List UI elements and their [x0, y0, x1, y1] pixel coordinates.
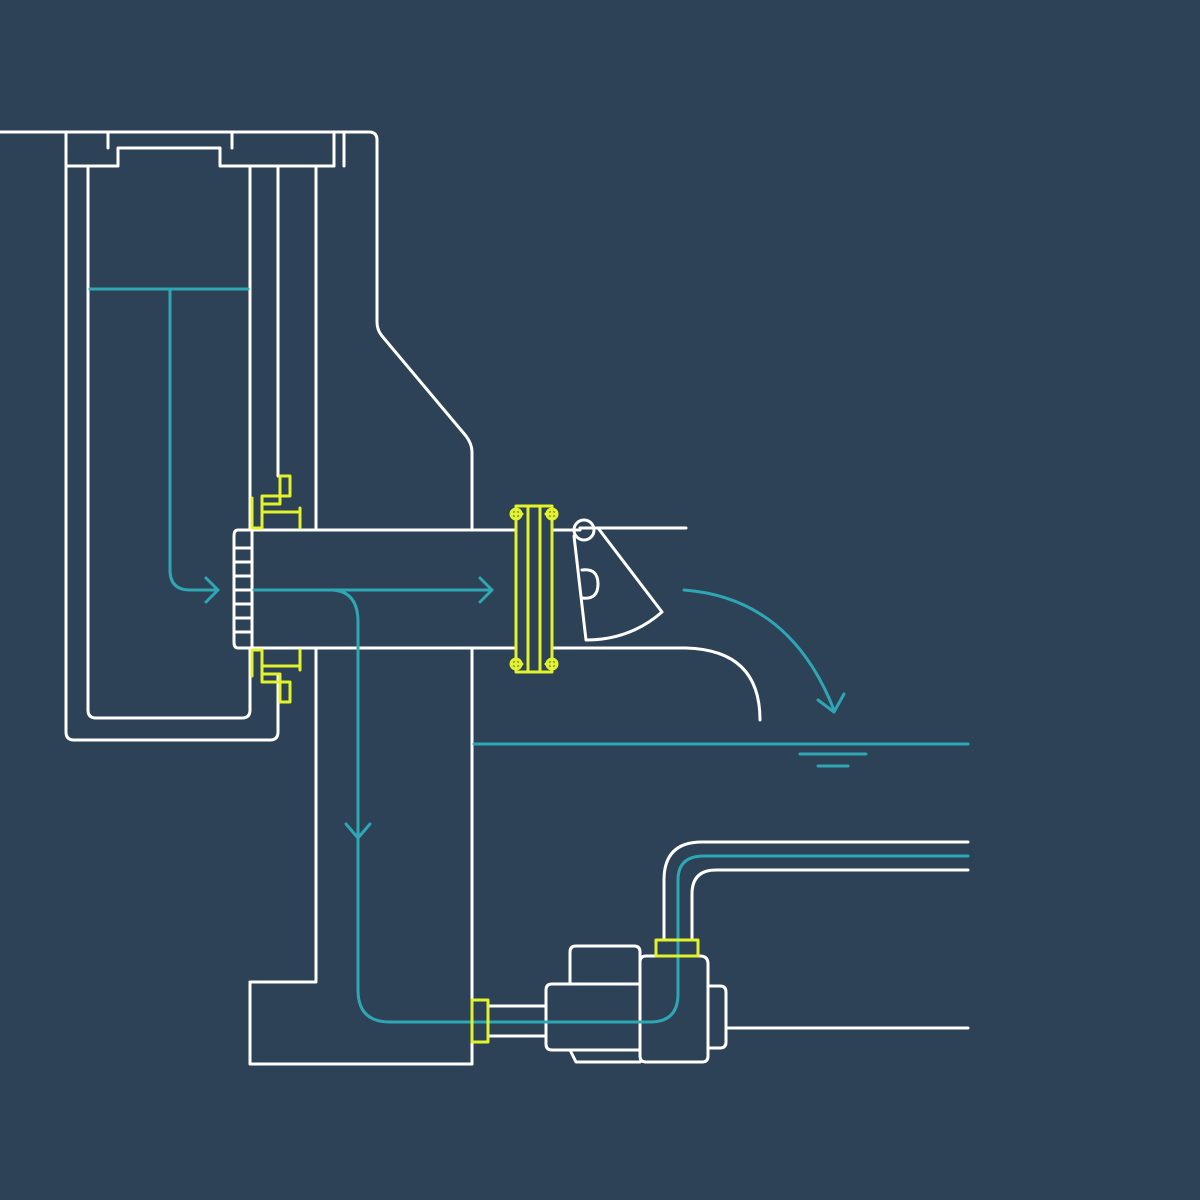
flange-bolt-bl — [509, 657, 523, 671]
flow-lines — [88, 287, 970, 1024]
pump-base — [568, 1048, 642, 1064]
flap-valve-hinge — [572, 518, 596, 542]
flange-bolt-br — [545, 657, 559, 671]
sleeve-flange-top — [250, 474, 302, 530]
flow-spout-arc — [682, 588, 836, 712]
wall-upper-inner — [314, 130, 336, 530]
pipe-flange — [514, 504, 554, 674]
pump-head — [638, 954, 710, 1064]
cover-lip — [106, 130, 234, 150]
pump-outlet-riser — [662, 840, 970, 942]
pump-coupling — [470, 998, 490, 1044]
flow-arrow-head-4 — [344, 822, 372, 840]
flap-valve-plate — [572, 526, 664, 642]
tank-inner-shell — [86, 164, 252, 720]
flow-tank-down — [168, 287, 220, 592]
flange-bolt-tl — [509, 507, 523, 521]
screen-filter-body — [232, 528, 254, 650]
water-level-mark — [798, 752, 868, 768]
flap-valve-detail — [580, 568, 600, 600]
pipe-flange-bolts — [510, 512, 558, 666]
tank-outer-shell — [64, 164, 280, 742]
sleeve-flange-bottom — [250, 648, 302, 704]
screen-filter-slats — [234, 546, 252, 634]
structure-lines — [0, 130, 970, 1066]
flow-down-to-pump — [328, 588, 970, 1024]
tank-right-wall — [248, 164, 280, 530]
flow-arrow-head-1 — [204, 576, 220, 604]
fittings — [250, 474, 700, 1044]
pump-motor-top — [568, 944, 642, 986]
flow-arrow-head-3 — [816, 692, 846, 714]
flow-arrow-head-2 — [478, 576, 494, 604]
pump-outlet-coupling — [654, 938, 700, 958]
spout — [684, 646, 762, 722]
pump-end-cap — [706, 984, 728, 1050]
ground-cover-line — [0, 130, 474, 530]
flange-bolt-tr — [545, 507, 559, 521]
pump-inlet-pipe — [486, 1004, 548, 1038]
